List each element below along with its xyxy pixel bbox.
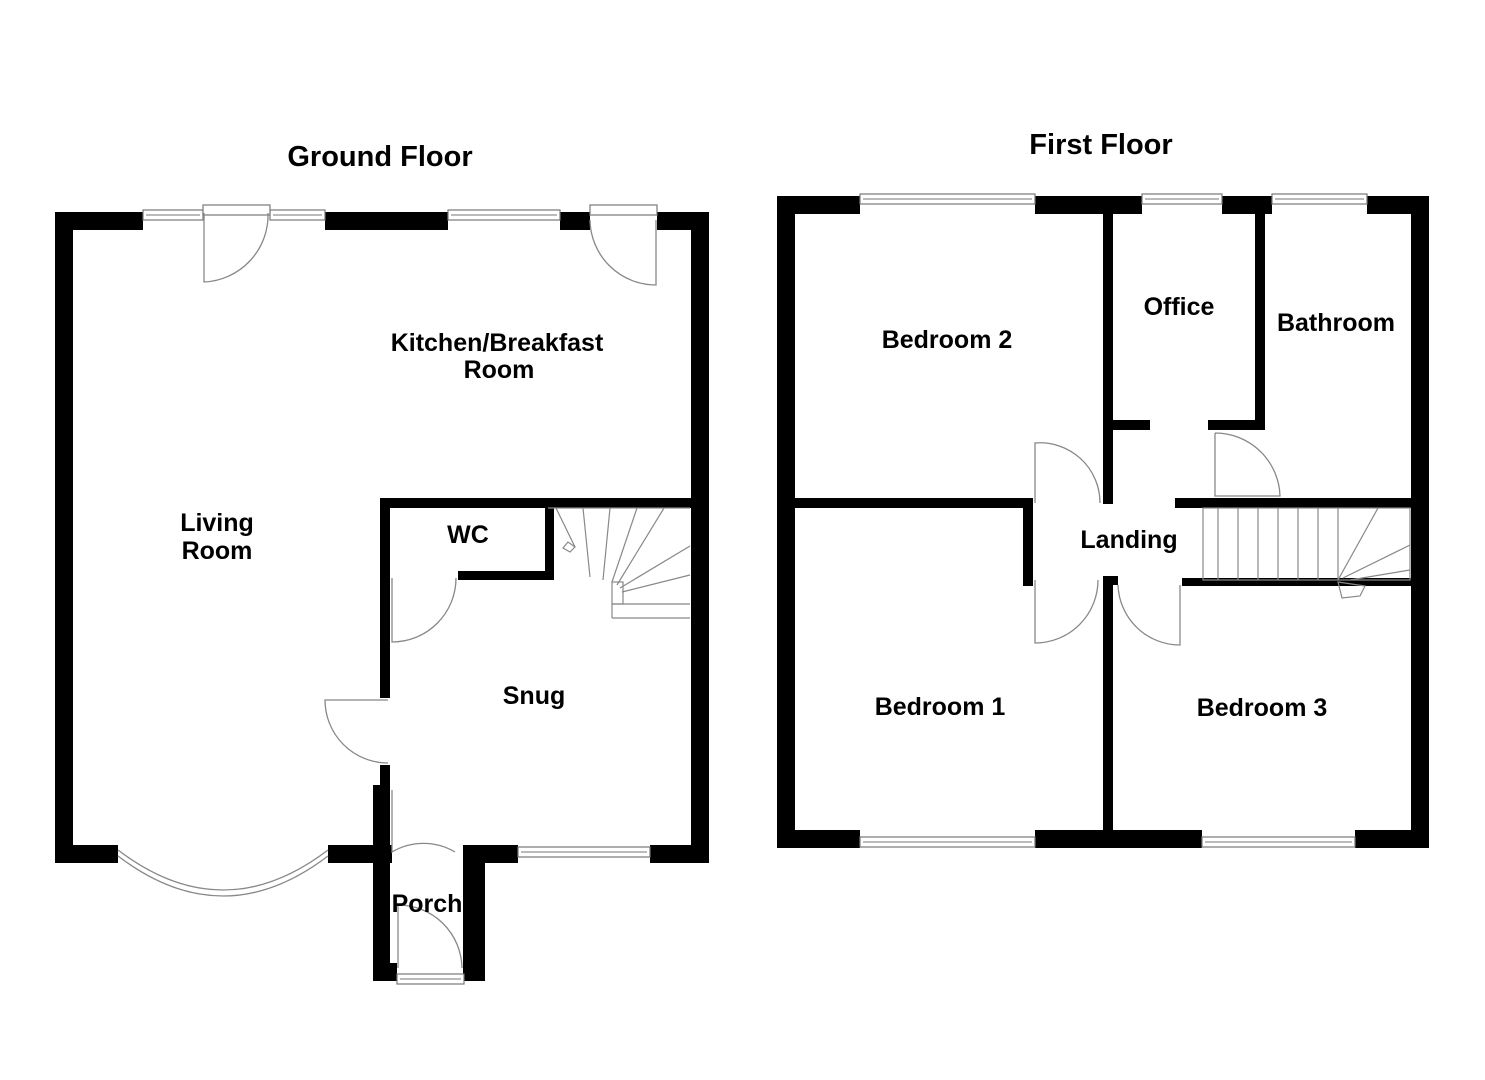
first-floor-doors: [1034, 432, 1281, 646]
ground-floor-windows: [117, 209, 651, 985]
room-label-wc: WC: [447, 521, 489, 549]
room-label-bedroom-1: Bedroom 1: [875, 693, 1006, 721]
ground-floor-doors: [202, 204, 658, 969]
first-floor-labels: Bedroom 2 Office Bathroom Landing Bedroo…: [875, 293, 1395, 722]
room-label-living-1: Living: [180, 509, 254, 537]
bay-window: [117, 849, 329, 891]
first-floor-plan: First Floor: [777, 129, 1429, 848]
ground-floor-stairs: [548, 507, 691, 619]
room-label-office: Office: [1144, 293, 1215, 321]
room-label-bedroom-2: Bedroom 2: [882, 326, 1013, 354]
room-label-kitchen-2: Room: [464, 356, 535, 384]
room-label-snug: Snug: [503, 682, 566, 710]
ground-floor-title: Ground Floor: [287, 141, 472, 173]
ground-floor-walls: [55, 212, 709, 981]
room-label-porch: Porch: [392, 890, 463, 918]
room-label-landing: Landing: [1080, 526, 1177, 554]
room-label-bedroom-3: Bedroom 3: [1197, 694, 1328, 722]
room-label-living-2: Room: [182, 537, 253, 565]
first-floor-windows: [859, 193, 1368, 848]
first-floor-stairs: [1202, 507, 1411, 599]
ground-floor-labels: Living Room Kitchen/Breakfast Room WC Sn…: [180, 329, 604, 918]
first-floor-title: First Floor: [1029, 129, 1172, 161]
first-floor-walls: [777, 196, 1429, 848]
room-label-kitchen-1: Kitchen/Breakfast: [391, 329, 604, 357]
room-label-bathroom: Bathroom: [1277, 309, 1395, 337]
ground-floor-plan: Ground Floor: [55, 141, 709, 985]
